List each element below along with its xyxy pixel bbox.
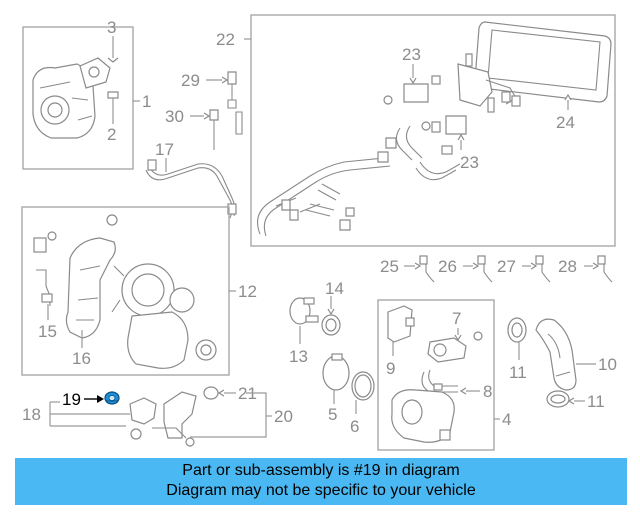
bracket-part-15	[33, 214, 118, 306]
callout-5: 5	[328, 405, 337, 424]
callout-16: 16	[72, 349, 91, 368]
callout-17: 17	[155, 140, 174, 159]
callout-24: 24	[556, 113, 575, 132]
pipe-part-17	[145, 159, 237, 219]
sensor-part-23b	[431, 115, 467, 155]
callout-19-arrowhead	[97, 395, 104, 403]
caption-line-1: Part or sub-assembly is #19 in diagram	[182, 462, 460, 479]
mount-part-20	[152, 391, 197, 447]
group-box-22	[250, 14, 616, 247]
intake-hose-part-10	[535, 318, 577, 391]
callout-3: 3	[107, 18, 116, 37]
actuator-part-7	[427, 331, 483, 363]
callout-13: 13	[289, 347, 308, 366]
hoses-and-pipes-part	[257, 121, 461, 237]
bracket-assembly-part	[457, 53, 521, 113]
callout-18: 18	[22, 405, 41, 424]
clamp-part-13	[289, 297, 319, 325]
group-box-4	[377, 299, 495, 451]
callout-23b: 23	[460, 153, 479, 172]
callout-7: 7	[452, 309, 461, 328]
callout-23a: 23	[402, 45, 421, 64]
callout-28: 28	[558, 257, 577, 276]
callout-29: 29	[181, 71, 200, 90]
callout-20: 20	[274, 407, 293, 426]
callout-25: 25	[380, 257, 399, 276]
callout-14: 14	[325, 279, 344, 298]
callout-8: 8	[483, 382, 492, 401]
turbocharger-part	[111, 263, 217, 369]
bracket-part-18	[129, 397, 157, 440]
callout-4: 4	[502, 410, 511, 429]
grommet-part-21	[203, 386, 219, 400]
intercooler-part-24	[474, 21, 612, 103]
hose-part-8	[421, 369, 458, 393]
sensor-part-29	[227, 71, 237, 109]
heat-shield-part-16	[65, 237, 116, 339]
sensor-part-23a	[383, 75, 441, 105]
caption-banner: Part or sub-assembly is #19 in diagram D…	[15, 458, 627, 505]
seal-row-parts-25-28	[419, 255, 613, 283]
sensor-part-30	[209, 109, 243, 150]
turbine-housing-part	[32, 63, 96, 139]
exploded-parts-diagram: 3 2 1 29 30 17 22 24	[21, 14, 617, 451]
bolt-part-2	[107, 91, 119, 114]
callout-9: 9	[386, 359, 395, 378]
callout-1: 1	[142, 92, 151, 111]
callout-11a: 11	[509, 363, 527, 382]
valve-body-part	[391, 389, 455, 443]
callout-19-highlighted[interactable]: 19	[62, 390, 81, 409]
callout-10: 10	[598, 355, 617, 374]
callout-26: 26	[438, 257, 457, 276]
clamp-part-11b	[546, 390, 570, 408]
clamp-part-5	[322, 353, 350, 391]
callout-6: 6	[350, 417, 359, 436]
callout-2: 2	[107, 125, 116, 144]
callout-12: 12	[238, 282, 257, 301]
cover-part-9	[387, 305, 415, 343]
group-box-1	[22, 26, 134, 170]
callout-11b: 11	[587, 392, 605, 411]
callout-30: 30	[165, 107, 184, 126]
gasket-part-14	[321, 314, 341, 336]
caption-line-2: Diagram may not be specific to your vehi…	[166, 482, 476, 499]
callout-22: 22	[216, 30, 235, 49]
gasket-part-3	[79, 57, 111, 89]
highlighted-part-19-nut[interactable]	[104, 391, 120, 405]
callout-27: 27	[497, 257, 516, 276]
clamp-part-11a	[507, 317, 527, 343]
seal-part-6	[351, 371, 375, 401]
callout-15: 15	[38, 322, 57, 341]
